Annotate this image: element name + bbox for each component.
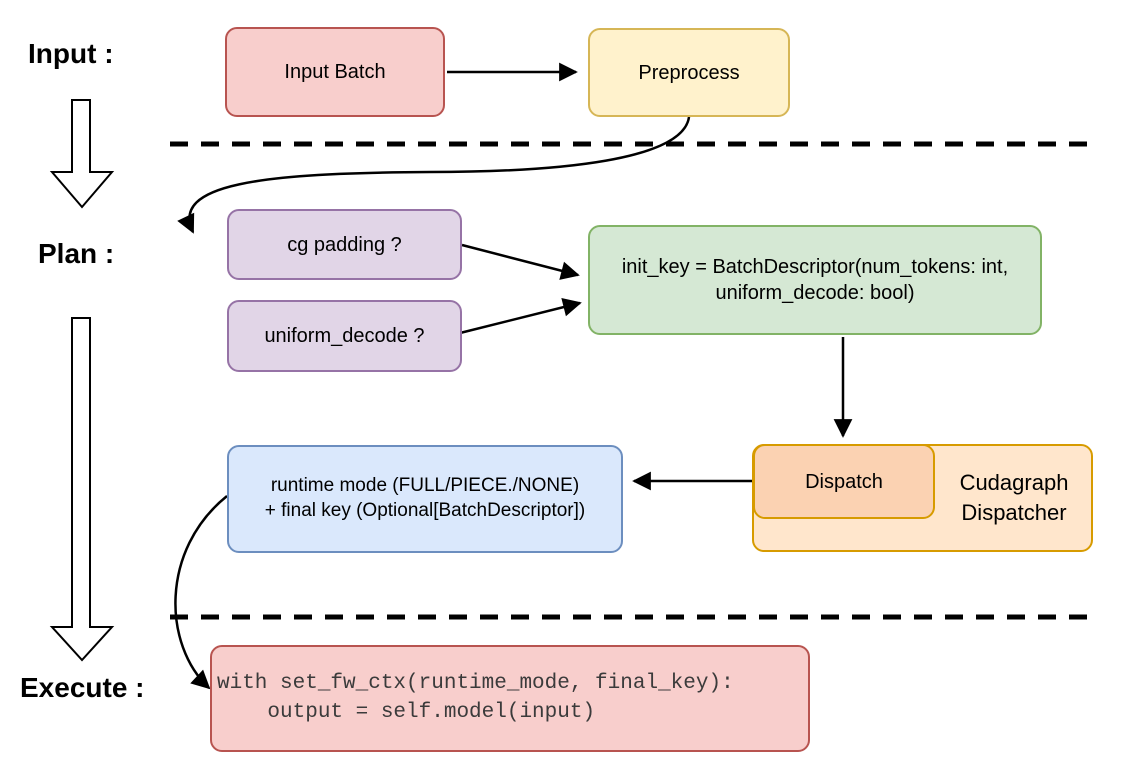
init-key-line1: init_key = BatchDescriptor(num_tokens: i… [621,256,1009,278]
execute-section-label: Execute : [20,672,145,703]
init-key-line2: uniform_decode: bool) [715,282,915,304]
runtime-mode-node: runtime mode (FULL/PIECE./NONE) + final … [227,445,623,553]
init-key-node: init_key = BatchDescriptor(num_tokens: i… [588,225,1042,335]
execute-code-line2: output = self.model(input) [217,700,596,724]
arrow-runtime-mode-to-execute-code [174,495,228,690]
execute-code-line1: with set_fw_ctx(runtime_mode, final_key)… [217,672,734,696]
plan-section-label: Plan : [38,238,115,269]
dispatch-label: Dispatch [805,470,883,493]
input-section-label: Input : [28,38,114,69]
runtime-mode-line1: runtime mode (FULL/PIECE./NONE) [270,475,580,497]
arrow-cg-padding-to-init-key [461,243,580,280]
uniform-decode-label: uniform_decode ? [264,325,425,347]
cudagraph-dispatcher-label: Cudagraph Dispatcher [935,446,1093,550]
cg-padding-node: cg padding ? [227,209,462,280]
cudagraph-dispatcher-node: Dispatch Cudagraph Dispatcher [752,444,1093,552]
preprocess-label: Preprocess [638,61,740,84]
execute-code-node: with set_fw_ctx(runtime_mode, final_key)… [210,645,810,752]
input-batch-label: Input Batch [284,61,386,83]
uniform-decode-node: uniform_decode ? [227,300,462,372]
hollow-arrow-input-to-plan-icon [49,99,115,209]
cudagraph-dispatcher-line1: Cudagraph [959,470,1069,496]
arrow-uniform-decode-to-init-key [459,297,582,335]
dispatch-node: Dispatch [753,444,935,519]
runtime-mode-line2: + final key (Optional[BatchDescriptor]) [264,500,586,521]
preprocess-node: Preprocess [588,28,790,117]
input-batch-node: Input Batch [225,27,445,117]
cg-padding-label: cg padding ? [287,233,402,256]
hollow-arrow-plan-to-execute-icon [49,317,115,662]
arrow-preprocess-to-cg-padding [177,116,691,234]
cudagraph-dispatcher-line2: Dispatcher [961,500,1067,525]
